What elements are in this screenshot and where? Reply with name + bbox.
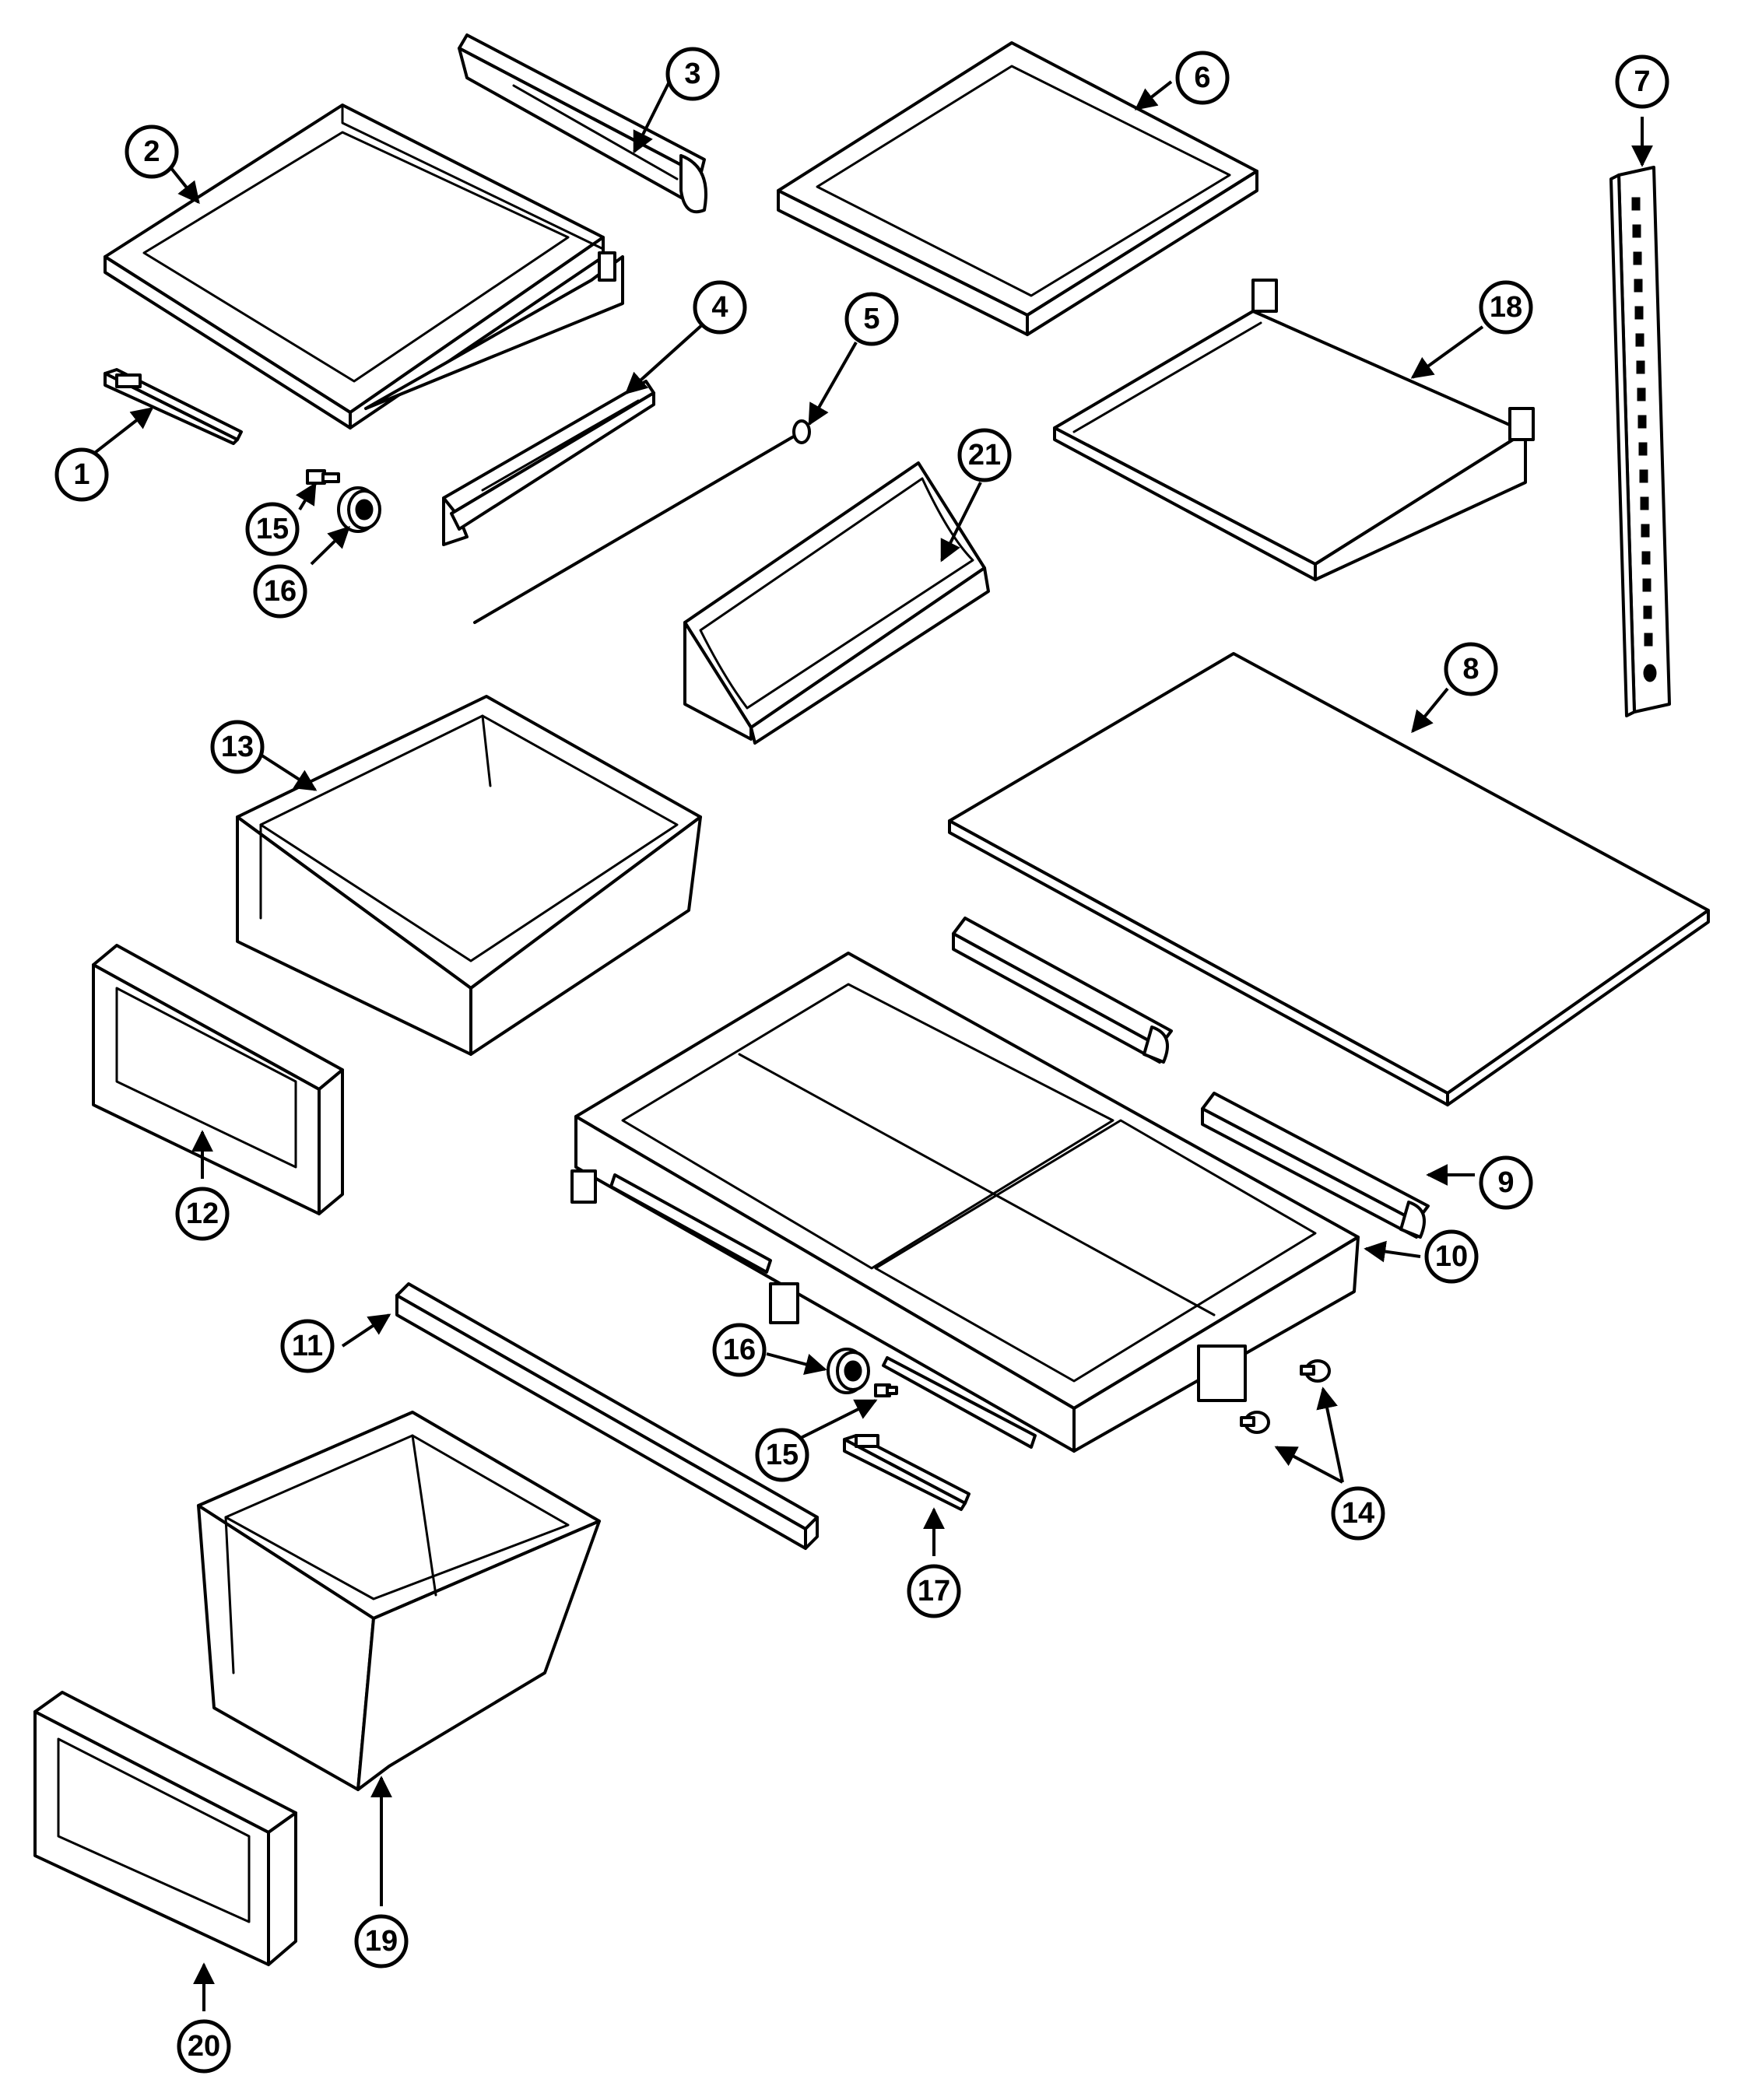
part-12-crisper-cover bbox=[92, 944, 344, 1215]
part-7-ladder-slots bbox=[1631, 197, 1657, 682]
part-11-long-rail bbox=[395, 1282, 819, 1550]
callout-label-10: 10 bbox=[1435, 1240, 1468, 1273]
callout-16-top: 16 bbox=[253, 564, 307, 619]
callout-label-12: 12 bbox=[186, 1197, 219, 1230]
callout-10: 10 bbox=[1424, 1229, 1479, 1284]
callout-label-2: 2 bbox=[143, 135, 160, 168]
callout-13: 13 bbox=[210, 720, 265, 774]
callout-14: 14 bbox=[1331, 1486, 1385, 1541]
callout-6: 6 bbox=[1175, 51, 1230, 105]
part-5-rod bbox=[473, 419, 811, 624]
callout-15-top: 15 bbox=[245, 502, 300, 556]
callout-label-6: 6 bbox=[1194, 61, 1210, 94]
callout-8: 8 bbox=[1444, 642, 1498, 696]
part-4-support-rail bbox=[442, 380, 655, 546]
callout-label-7: 7 bbox=[1634, 65, 1650, 98]
callout-18: 18 bbox=[1479, 280, 1533, 335]
callout-label-9: 9 bbox=[1497, 1166, 1514, 1199]
callout-1: 1 bbox=[54, 447, 109, 502]
part-1-bracket bbox=[104, 368, 243, 445]
part-21-trough bbox=[683, 461, 990, 745]
callout-label-1: 1 bbox=[73, 458, 90, 491]
callout-16-bottom: 16 bbox=[712, 1323, 767, 1377]
callout-label-16-top: 16 bbox=[264, 575, 297, 608]
callout-label-20: 20 bbox=[188, 2030, 220, 2063]
callout-label-15-bottom: 15 bbox=[766, 1439, 799, 1471]
callout-label-18: 18 bbox=[1490, 291, 1522, 324]
callout-label-5: 5 bbox=[863, 303, 879, 335]
part-20-crisper-cover bbox=[33, 1691, 297, 1966]
part-14-screw-b bbox=[1300, 1359, 1331, 1383]
callout-12: 12 bbox=[175, 1187, 230, 1241]
callout-19: 19 bbox=[354, 1914, 409, 1969]
callout-label-3: 3 bbox=[684, 58, 700, 90]
callout-5: 5 bbox=[844, 292, 899, 346]
callout-20: 20 bbox=[177, 2019, 231, 2074]
part-18-half-shelf bbox=[1053, 279, 1535, 581]
callout-21: 21 bbox=[957, 428, 1012, 482]
part-6-glass-shelf bbox=[777, 41, 1258, 336]
part-19-crisper-pan bbox=[197, 1411, 601, 1791]
part-13-crisper-pan bbox=[236, 695, 702, 1056]
callout-4: 4 bbox=[693, 280, 747, 335]
callout-label-21: 21 bbox=[968, 439, 1001, 472]
callout-label-15-top: 15 bbox=[256, 513, 289, 545]
callout-label-8: 8 bbox=[1462, 653, 1479, 685]
callout-label-11: 11 bbox=[292, 1330, 323, 1362]
callout-9: 9 bbox=[1479, 1155, 1533, 1210]
part-15-screw-bottom bbox=[874, 1383, 898, 1397]
callout-11: 11 bbox=[280, 1319, 335, 1373]
part-14-screw-a bbox=[1240, 1411, 1270, 1434]
part-15-screw-top bbox=[306, 469, 340, 485]
callout-2: 2 bbox=[125, 124, 179, 179]
callout-7: 7 bbox=[1615, 54, 1669, 109]
leader-lines bbox=[80, 80, 1653, 2011]
callout-17: 17 bbox=[907, 1564, 961, 1618]
part-9-rail-left bbox=[952, 917, 1173, 1064]
part-17-bracket bbox=[843, 1434, 971, 1511]
part-16-roller-top bbox=[337, 486, 381, 533]
callout-label-13: 13 bbox=[221, 731, 254, 763]
part-16-roller-bottom bbox=[827, 1348, 870, 1394]
callout-label-4: 4 bbox=[711, 291, 728, 324]
part-9-rail-right bbox=[1201, 1092, 1430, 1239]
part-10-crisper-frame bbox=[570, 952, 1360, 1453]
callout-label-16-bottom: 16 bbox=[723, 1334, 756, 1366]
part-2-shelf-frame bbox=[104, 103, 624, 429]
part-8-glass-panel bbox=[948, 652, 1710, 1106]
callout-label-14: 14 bbox=[1342, 1497, 1374, 1530]
callout-15-bottom: 15 bbox=[755, 1428, 809, 1482]
callout-3: 3 bbox=[665, 47, 720, 101]
callout-label-19: 19 bbox=[365, 1925, 398, 1958]
part-7-ladder-bracket bbox=[1609, 166, 1671, 717]
callout-label-17: 17 bbox=[918, 1575, 950, 1607]
